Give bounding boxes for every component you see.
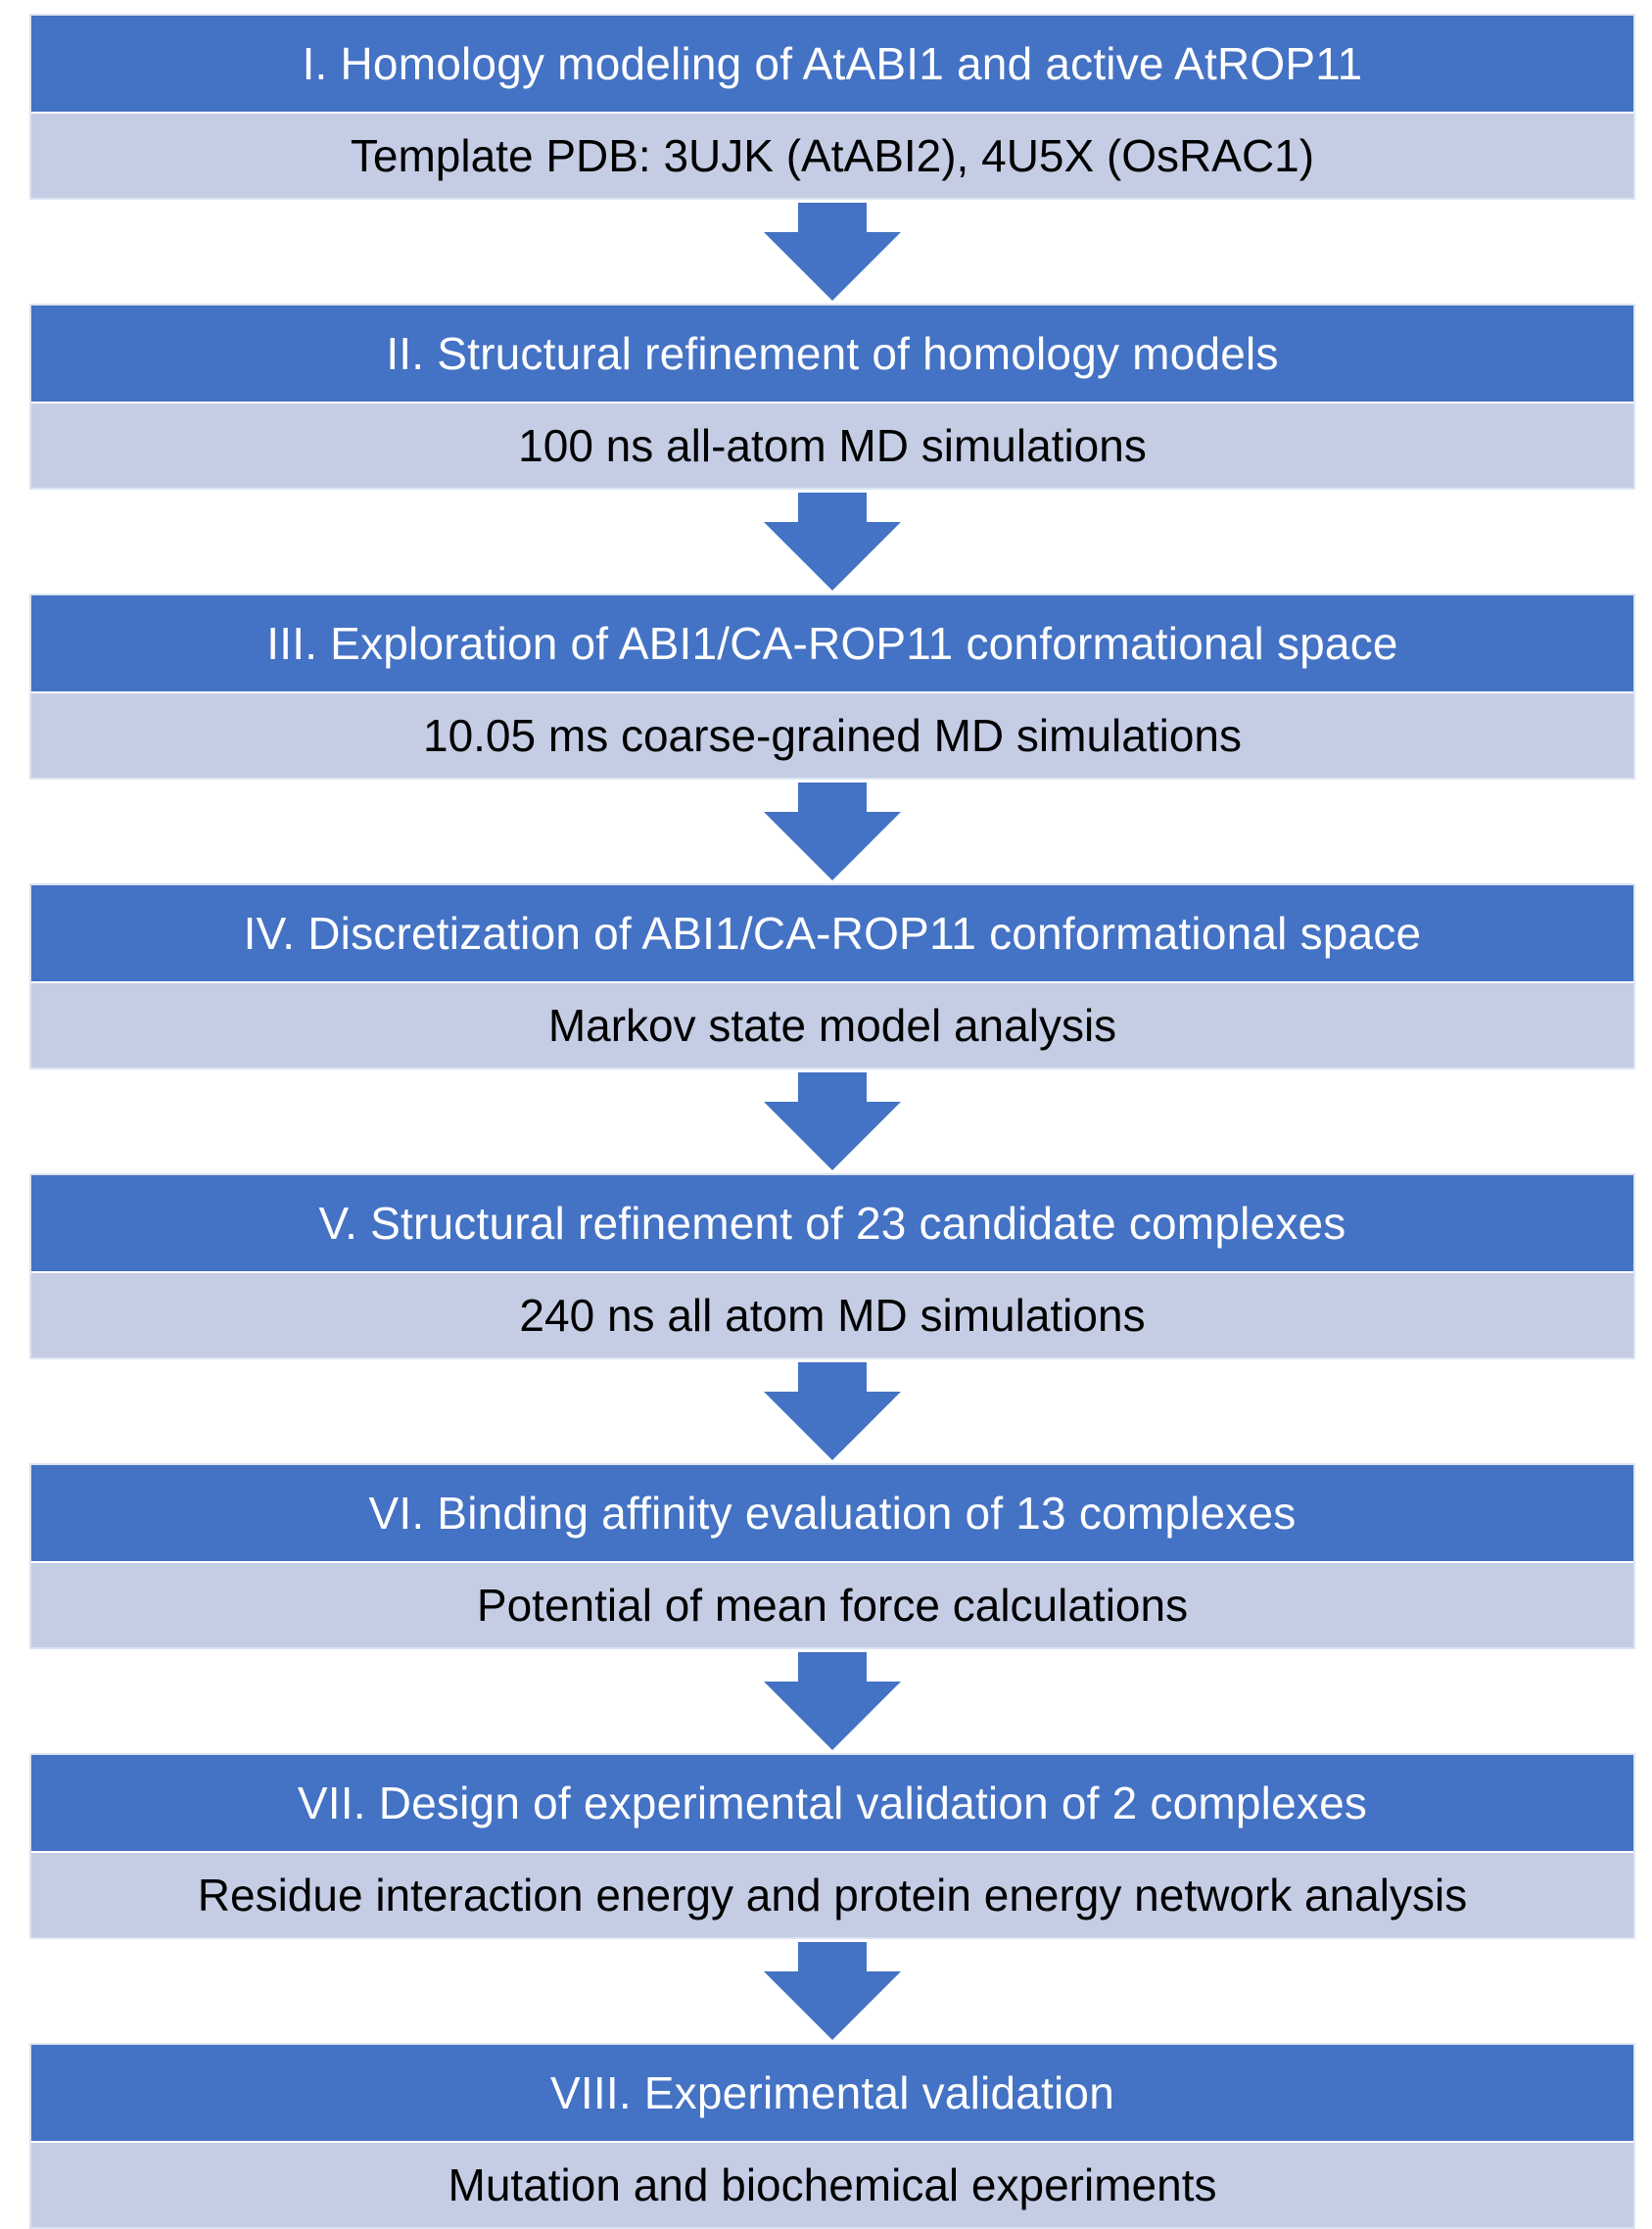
stage-title: VIII. Experimental validation	[31, 2045, 1633, 2141]
stage-title: VI. Binding affinity evaluation of 13 co…	[31, 1465, 1633, 1561]
arrow-shape	[764, 203, 901, 301]
down-arrow-icon	[29, 1069, 1635, 1173]
arrow-shape	[764, 1652, 901, 1750]
down-arrow-icon	[29, 780, 1635, 883]
workflow-stage: V. Structural refinement of 23 candidate…	[29, 1173, 1635, 1359]
stage-title: IV. Discretization of ABI1/CA-ROP11 conf…	[31, 885, 1633, 981]
down-arrow-icon	[29, 1359, 1635, 1463]
arrow-shape	[764, 1942, 901, 2040]
workflow-stage: IV. Discretization of ABI1/CA-ROP11 conf…	[29, 883, 1635, 1069]
stage-title: II. Structural refinement of homology mo…	[31, 306, 1633, 402]
down-arrow-icon	[29, 490, 1635, 593]
stage-title: III. Exploration of ABI1/CA-ROP11 confor…	[31, 595, 1633, 691]
stage-detail: 10.05 ms coarse-grained MD simulations	[31, 691, 1633, 778]
stage-detail: Mutation and biochemical experiments	[31, 2141, 1633, 2227]
workflow-stage: VI. Binding affinity evaluation of 13 co…	[29, 1463, 1635, 1649]
stage-detail: Potential of mean force calculations	[31, 1561, 1633, 1647]
down-arrow-icon	[29, 200, 1635, 304]
stage-detail: Template PDB: 3UJK (AtABI2), 4U5X (OsRAC…	[31, 112, 1633, 198]
stage-detail: 240 ns all atom MD simulations	[31, 1271, 1633, 1357]
down-arrow-icon	[29, 1649, 1635, 1753]
workflow-stage: III. Exploration of ABI1/CA-ROP11 confor…	[29, 593, 1635, 780]
workflow-stage: I. Homology modeling of AtABI1 and activ…	[29, 14, 1635, 200]
arrow-shape	[764, 1072, 901, 1170]
down-arrow-icon	[29, 1939, 1635, 2043]
workflow-stage: II. Structural refinement of homology mo…	[29, 304, 1635, 490]
workflow-stage: VII. Design of experimental validation o…	[29, 1753, 1635, 1939]
workflow-diagram: I. Homology modeling of AtABI1 and activ…	[29, 14, 1635, 2229]
stage-title: V. Structural refinement of 23 candidate…	[31, 1175, 1633, 1271]
stage-detail: Residue interaction energy and protein e…	[31, 1851, 1633, 1937]
stage-detail: Markov state model analysis	[31, 981, 1633, 1067]
stage-title: VII. Design of experimental validation o…	[31, 1755, 1633, 1851]
arrow-shape	[764, 783, 901, 880]
stage-detail: 100 ns all-atom MD simulations	[31, 402, 1633, 488]
stage-title: I. Homology modeling of AtABI1 and activ…	[31, 16, 1633, 112]
arrow-shape	[764, 493, 901, 591]
arrow-shape	[764, 1362, 901, 1460]
